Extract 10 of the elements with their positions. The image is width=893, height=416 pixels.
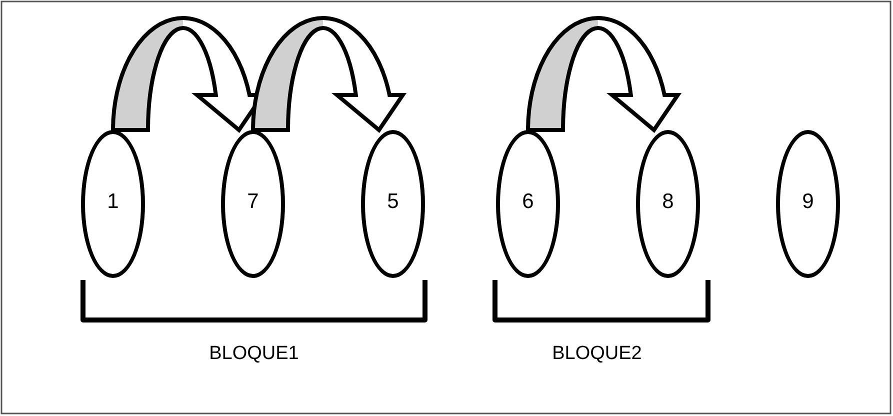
block-label: BLOQUE1 — [209, 343, 299, 365]
oval-number: 8 — [661, 190, 675, 214]
oval-number: 9 — [801, 190, 815, 214]
oval-number: 1 — [106, 190, 120, 214]
curved-block-arrow — [251, 16, 405, 132]
block-label: BLOQUE2 — [552, 343, 642, 365]
oval-number: 7 — [246, 190, 260, 214]
oval-number: 5 — [386, 190, 400, 214]
oval-number: 6 — [521, 190, 535, 214]
curved-block-arrow — [526, 16, 680, 132]
